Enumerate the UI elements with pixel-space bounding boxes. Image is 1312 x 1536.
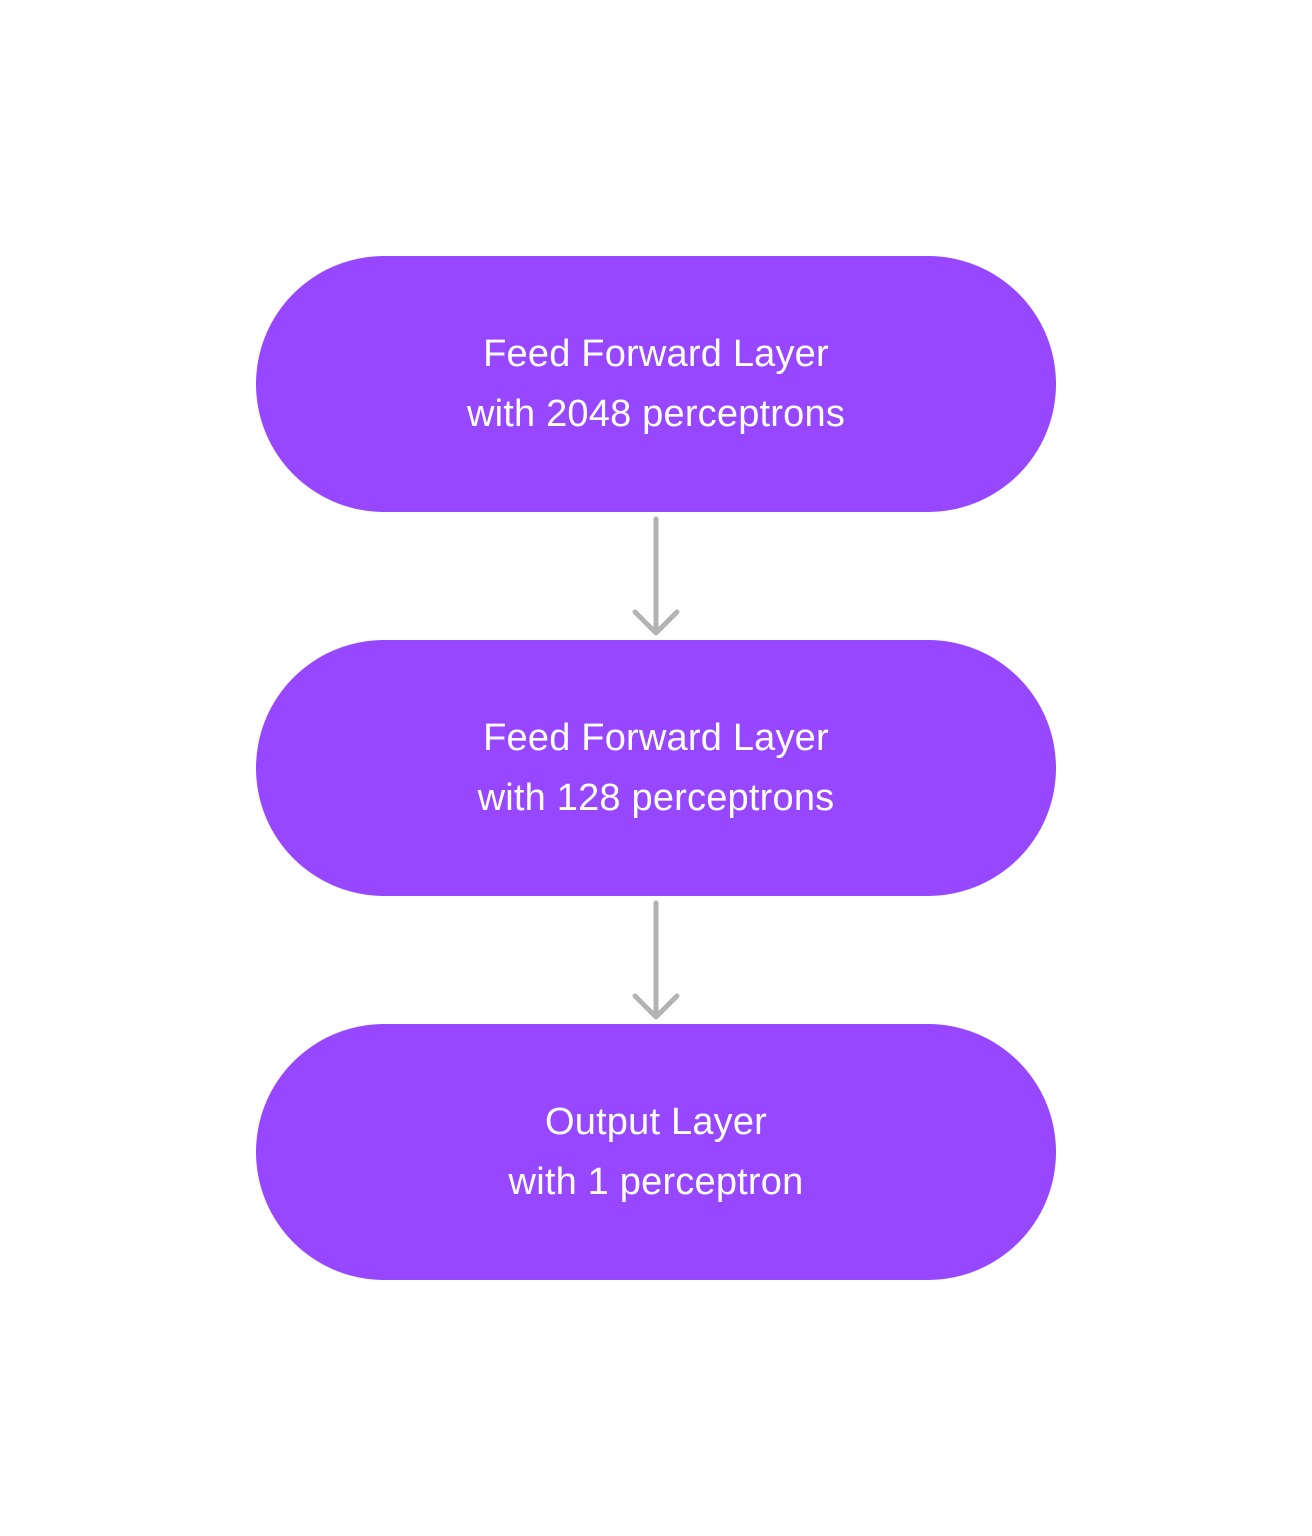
node-subtitle: with 1 perceptron (508, 1161, 804, 1203)
down-arrow-icon (632, 900, 680, 1020)
node-output-layer: Output Layer with 1 perceptron (256, 1024, 1056, 1280)
node-feed-forward-2048: Feed Forward Layer with 2048 perceptrons (256, 256, 1056, 512)
node-title: Feed Forward Layer (483, 333, 829, 375)
node-subtitle: with 2048 perceptrons (466, 393, 846, 435)
node-title: Feed Forward Layer (483, 717, 829, 759)
node-subtitle: with 128 perceptrons (477, 777, 835, 819)
arrow-head (632, 993, 680, 1020)
node-feed-forward-128: Feed Forward Layer with 128 perceptrons (256, 640, 1056, 896)
node-title: Output Layer (544, 1101, 768, 1143)
down-arrow-icon (632, 516, 680, 636)
arrow-head (632, 609, 680, 636)
